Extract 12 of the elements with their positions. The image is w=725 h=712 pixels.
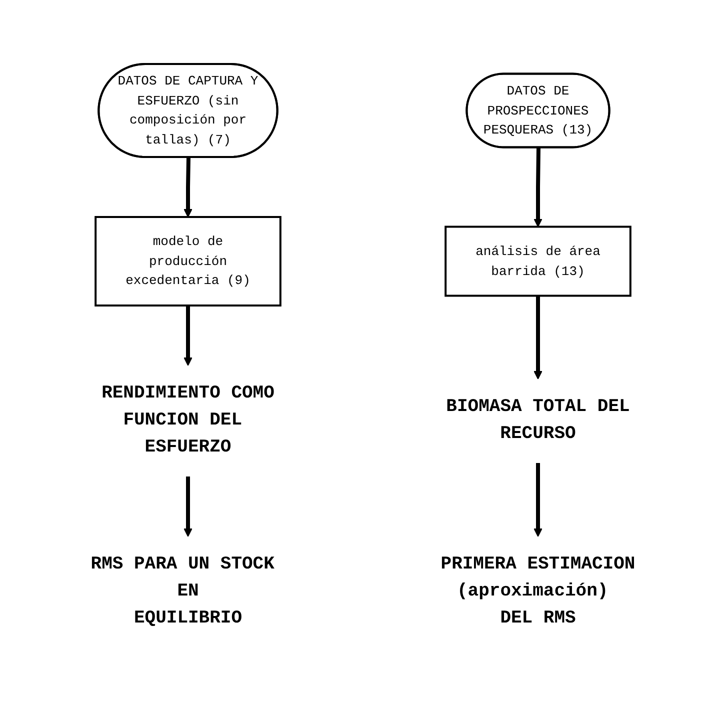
node-text: RENDIMIENTO COMO FUNCION DEL ESFUERZO xyxy=(101,384,274,458)
arrow xyxy=(183,158,192,218)
node-text: RMS PARA UN STOCK EN EQUILIBRIO xyxy=(90,554,274,629)
arrow xyxy=(533,148,542,228)
node-box: análisis de área barrida (13) xyxy=(444,226,631,297)
node-text: PRIMERA ESTIMACION (aproximación) DEL RMS xyxy=(440,554,635,629)
arrow xyxy=(533,296,542,380)
node-box: modelo de producción excedentaria (9) xyxy=(94,216,281,307)
arrow xyxy=(183,306,192,366)
arrow xyxy=(183,476,192,538)
arrow xyxy=(533,463,542,538)
node-text: BIOMASA TOTAL DEL RECURSO xyxy=(446,397,630,444)
